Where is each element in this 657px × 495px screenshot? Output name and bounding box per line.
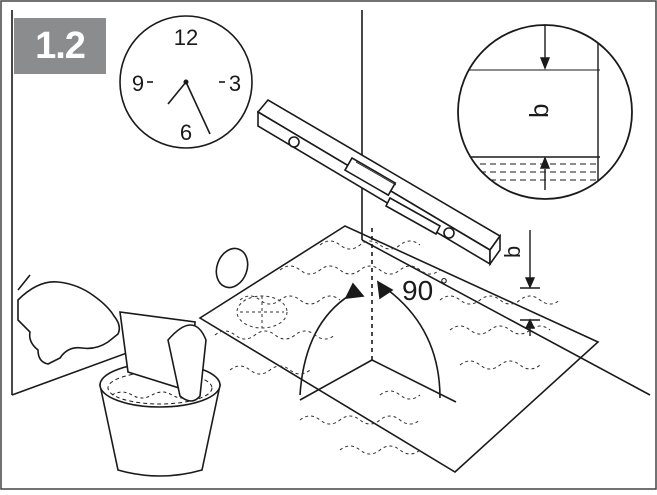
- step-number-badge: 1.2: [14, 18, 106, 74]
- angle-label: 90: [402, 275, 433, 306]
- texture-line: [229, 365, 311, 375]
- texture-line: [449, 325, 551, 335]
- clock-icon: 12 3 6 9: [119, 15, 253, 149]
- gap-dimension: [520, 230, 540, 336]
- membrane-texture: [214, 240, 561, 455]
- texture-line: [459, 360, 541, 370]
- corner-edge-right: [371, 359, 457, 403]
- clock-label-3: 3: [229, 71, 241, 96]
- corner-edge-left: [299, 359, 373, 401]
- room-walls: [11, 10, 651, 396]
- floor-wall-join-right: [361, 239, 651, 396]
- angle-arrow-right: [377, 280, 394, 300]
- texture-line: [214, 330, 336, 340]
- floor-sealing-area: [198, 225, 600, 473]
- clock-label-9: 9: [132, 71, 144, 96]
- angle-arc-right: [387, 289, 441, 399]
- trowel-icon: [119, 311, 207, 402]
- angle-arrow-left: [344, 282, 365, 299]
- clock-label-12: 12: [174, 25, 198, 50]
- floor-wall-join-left: [11, 349, 136, 396]
- texture-line: [379, 390, 421, 400]
- hand-icon: [17, 274, 121, 365]
- clock-minute-hand: [185, 81, 211, 135]
- texture-line: [339, 445, 421, 455]
- texture-line: [319, 240, 421, 250]
- angle-arc-left: [299, 291, 356, 396]
- texture-line: [279, 265, 441, 275]
- angle-unit: °: [440, 275, 448, 297]
- spirit-level-icon: [256, 98, 502, 267]
- texture-line: [439, 295, 561, 305]
- gap-label: b: [500, 246, 525, 258]
- clock-hour-hand: [167, 81, 187, 105]
- detail-label: b: [524, 104, 554, 118]
- texture-line: [239, 295, 341, 305]
- wall-pipe-opening-icon: [215, 247, 249, 289]
- clock-label-6: 6: [180, 120, 192, 145]
- texture-line: [299, 415, 421, 425]
- floor-drain-icon: [236, 295, 288, 329]
- membrane-outline: [198, 225, 600, 473]
- detail-magnifier: [457, 24, 633, 200]
